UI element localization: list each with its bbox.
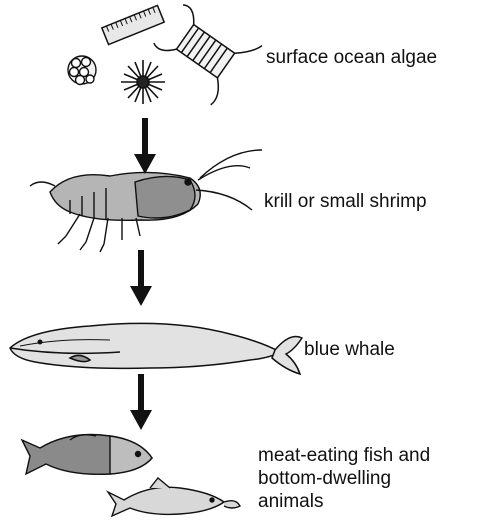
label-fish: meat-eating fish and bottom-dwelling ani… bbox=[258, 444, 430, 513]
whale-illustration bbox=[10, 323, 302, 374]
label-algae: surface ocean algae bbox=[266, 46, 437, 69]
arrow-down-icon bbox=[130, 374, 152, 430]
label-shrimp: krill or small shrimp bbox=[264, 190, 427, 213]
arrow-down-icon bbox=[134, 118, 156, 174]
fish-illustration bbox=[22, 435, 240, 517]
spiky-algae-icon bbox=[121, 60, 165, 104]
label-whale: blue whale bbox=[304, 338, 395, 361]
arrow-down-icon bbox=[130, 250, 152, 306]
cell-cluster-icon bbox=[68, 56, 96, 85]
diatom-rod-icon bbox=[102, 5, 164, 44]
